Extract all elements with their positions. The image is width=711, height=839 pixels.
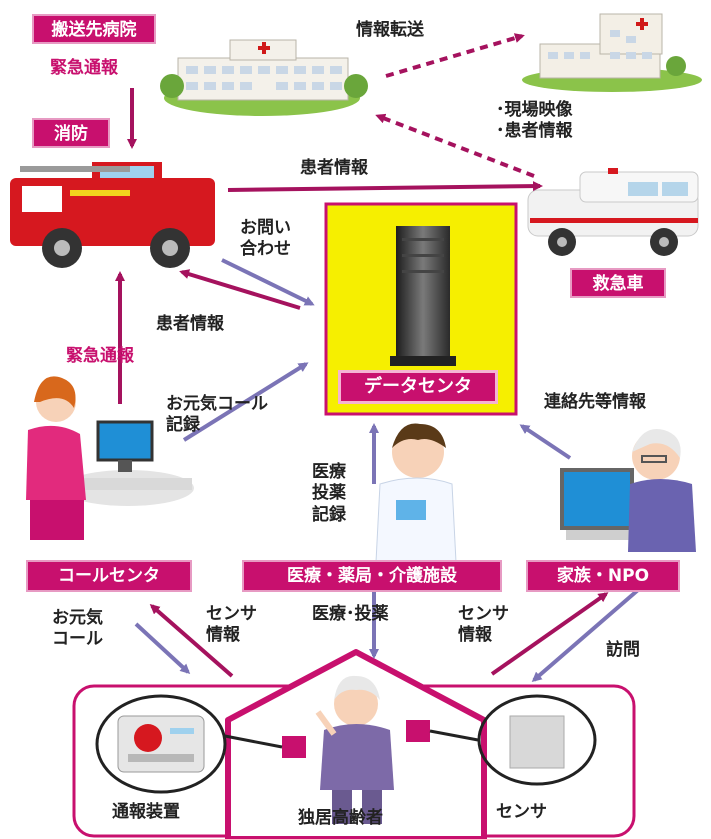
alarm-device-link [282,736,306,758]
inquiry-label: お問い 合わせ [240,218,291,260]
server-icon [390,226,456,366]
hospital-building-icon [160,39,368,116]
transfer-hospital-icon [522,13,702,92]
contact-info-label: 連絡先等情報 [544,392,646,412]
alarm-device-icon [95,694,227,794]
med-record-label: 医療 投薬 記録 [312,462,346,525]
hospital-box: 搬送先病院 [32,14,156,44]
alarm-device-label: 通報装置 [112,802,180,822]
sensor-label: センサ [496,802,547,822]
arrows-pink [115,33,609,678]
sensor-info-right-label: センサ 情報 [458,604,509,646]
elderly-label: 独居高齢者 [298,808,383,828]
call-record-label: お元気コール 記録 [166,394,268,436]
ambulance-box: 救急車 [570,268,666,298]
sensor-info-left-label: センサ 情報 [206,604,257,646]
genki-call-label: お元気 コール [52,608,103,650]
emergency-call-mid-label: 緊急通報 [66,346,134,366]
medical-box: 医療・薬局・介護施設 [242,560,502,592]
site-video-label: ･現場映像 ･患者情報 [496,100,573,142]
arrows-gray [134,258,640,682]
family-npo-box: 家族・NPO [526,560,680,592]
sensor-icon [477,694,597,786]
call-center-box: コールセンタ [26,560,192,592]
patient-info-dc-label: 患者情報 [156,314,224,334]
fire-box: 消防 [32,118,110,148]
ambulance-icon [527,168,699,256]
visit-label: 訪問 [606,640,640,660]
med-meds-label: 医療･投薬 [312,604,389,624]
elderly-person-icon [315,675,394,824]
nurse-icon [375,423,457,563]
fire-truck-icon [10,162,215,268]
info-transfer-label: 情報転送 [356,20,424,40]
sensor-link [406,720,430,742]
family-npo-icon [560,428,696,552]
patient-info-fire-ambulance-label: 患者情報 [300,158,368,178]
operator-icon [26,376,194,540]
emergency-call-top-label: 緊急通報 [50,58,118,78]
data-center-box: データセンタ [338,370,498,404]
